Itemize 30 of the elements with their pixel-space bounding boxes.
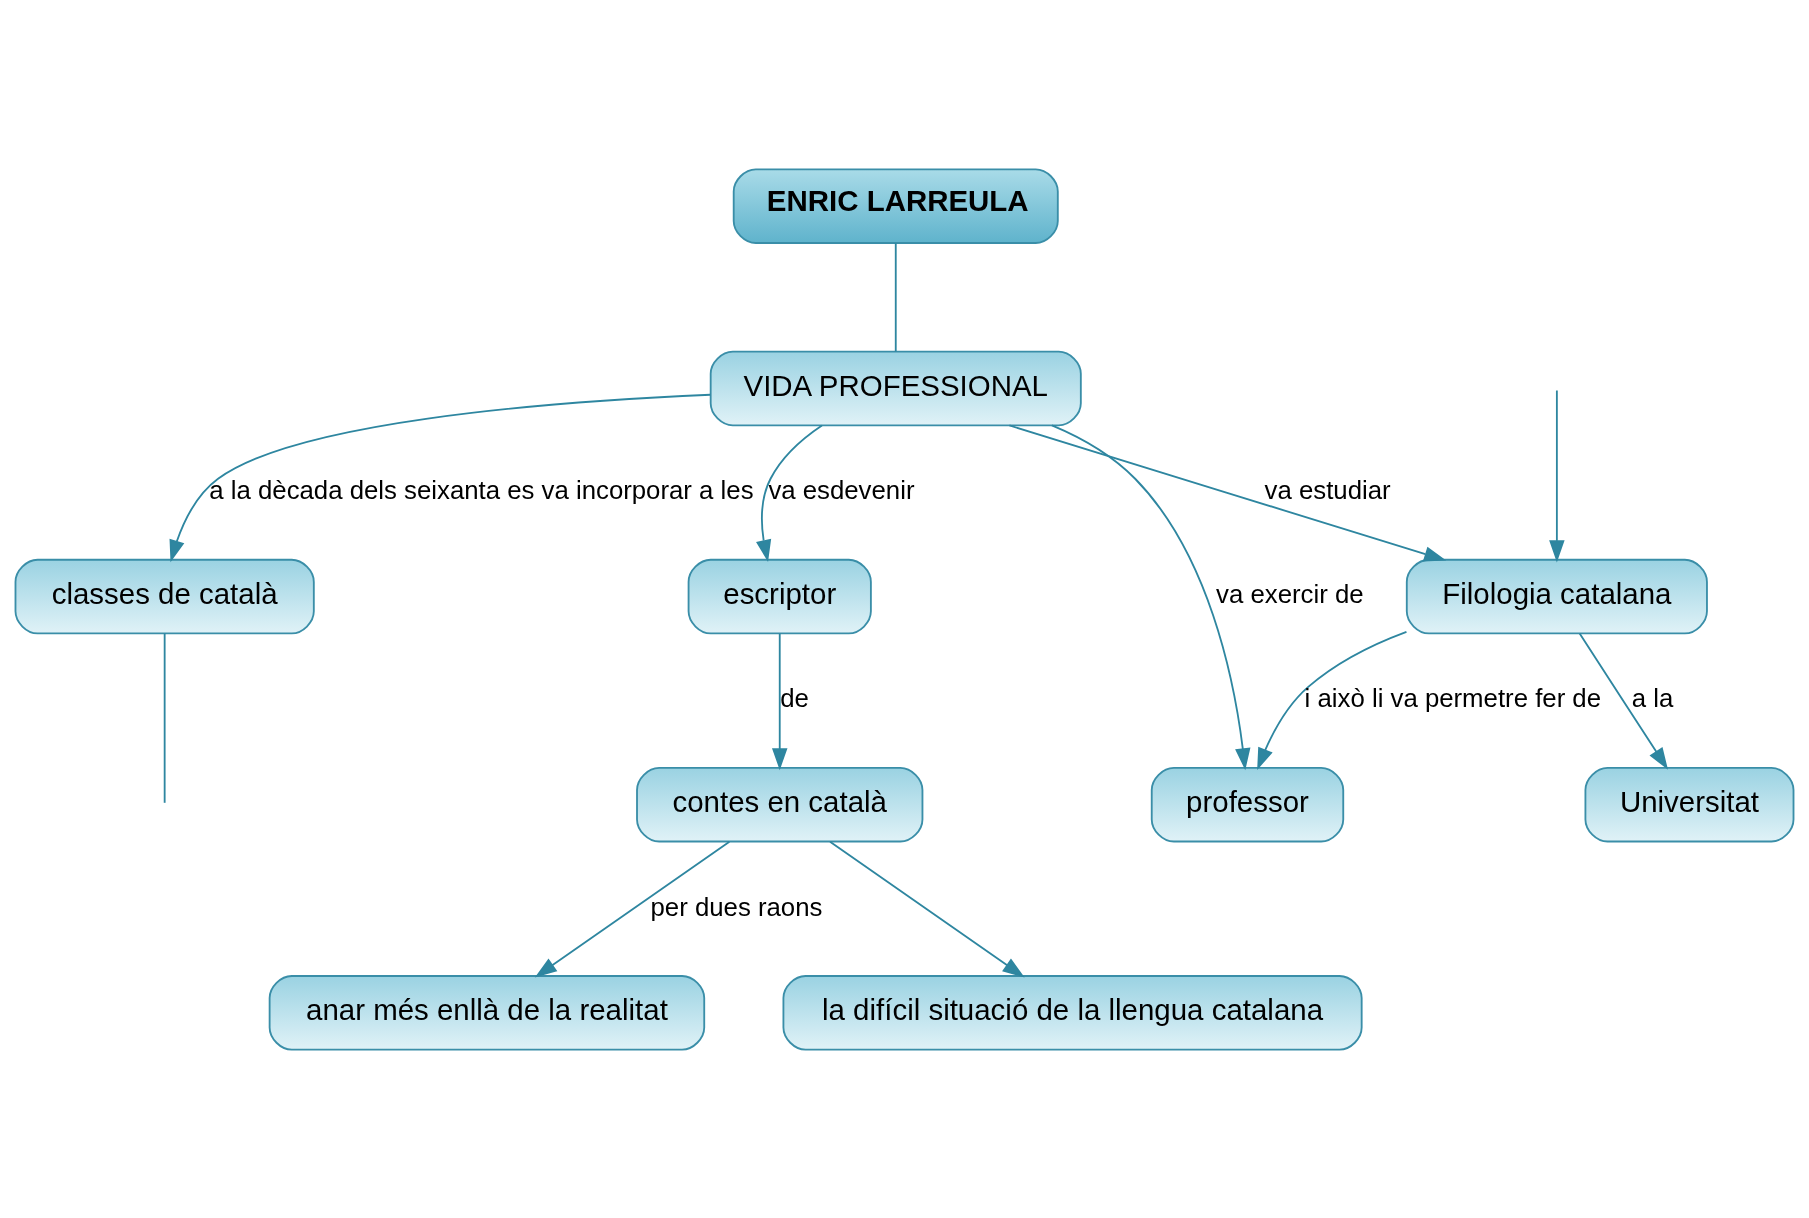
arrow: [1257, 630, 1408, 770]
edge-label: per dues raons: [650, 892, 823, 921]
arrow: [1578, 632, 1669, 770]
edge-label: de: [780, 683, 809, 712]
arrow: [169, 393, 712, 562]
edge-label: va exercir de: [1216, 579, 1364, 608]
node-box: contes en català: [636, 766, 924, 842]
edge-label: va esdevenir: [768, 475, 915, 504]
node-box: escriptor: [687, 558, 872, 634]
arrow: [829, 840, 1025, 978]
connector: [163, 632, 166, 804]
node-box: VIDA PROFESSIONAL: [709, 350, 1082, 426]
node-box: ENRIC LARREULA: [732, 167, 1059, 244]
arrow: [1008, 424, 1447, 561]
node-box: classes de català: [14, 558, 315, 634]
edge-label: a la dècada dels seixanta es va incorporar a les: [209, 475, 754, 504]
arrow: [534, 840, 731, 978]
arrow: [772, 632, 788, 770]
edge-label: va estudiar: [1264, 475, 1391, 504]
connector: [894, 241, 897, 352]
node-box: professor: [1150, 766, 1345, 842]
node-box: Filologia catalana: [1405, 558, 1708, 634]
edge-label: a la: [1631, 683, 1674, 712]
node-box: la difícil situació de la llengua catalana: [782, 974, 1363, 1051]
node-box: anar més enllà de la realitat: [268, 974, 706, 1051]
edge-label: i això li va permetre fer de: [1304, 683, 1602, 712]
node-box: Universitat: [1584, 766, 1795, 842]
arrow: [1051, 423, 1251, 770]
arrow: [1549, 389, 1565, 562]
arrow: [756, 424, 823, 562]
